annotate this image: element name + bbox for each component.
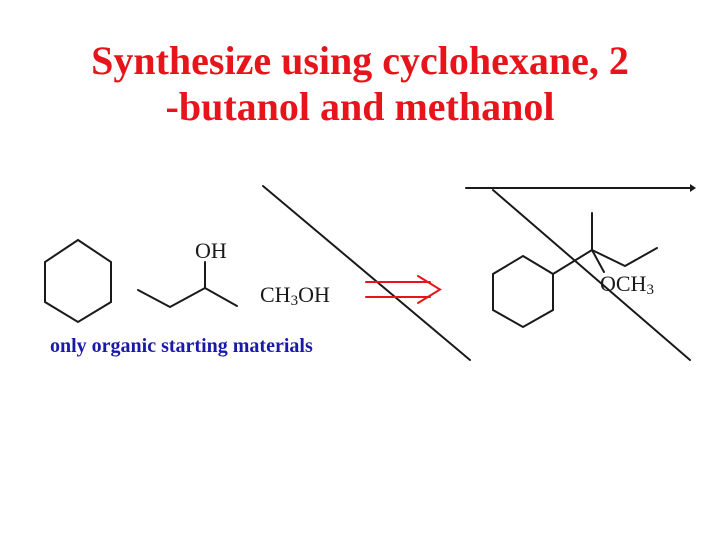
retro-arrow-icon	[365, 275, 442, 304]
strike-line-left	[262, 185, 471, 361]
product-cyclohexane-ring	[492, 254, 554, 329]
butanol-skeleton	[137, 286, 238, 309]
methanol-label: CH3OH	[260, 282, 330, 310]
strike-line-right	[492, 189, 691, 361]
starting-materials-note: only organic starting materials	[50, 335, 313, 357]
slide-title: Synthesize using cyclohexane, 2 -butanol…	[0, 38, 720, 130]
methoxy-label: OCH3	[600, 271, 654, 299]
product-ethyl-chain	[591, 247, 658, 268]
product-ether-bond	[591, 249, 605, 273]
hydroxyl-label: OH	[195, 238, 227, 263]
title-line-1: Synthesize using cyclohexane, 2	[91, 38, 629, 83]
title-line-2: -butanol and methanol	[165, 84, 555, 129]
top-rule-arrowhead	[690, 184, 696, 192]
product-ring-bond	[552, 249, 593, 275]
cyclohexane-ring	[44, 238, 112, 324]
